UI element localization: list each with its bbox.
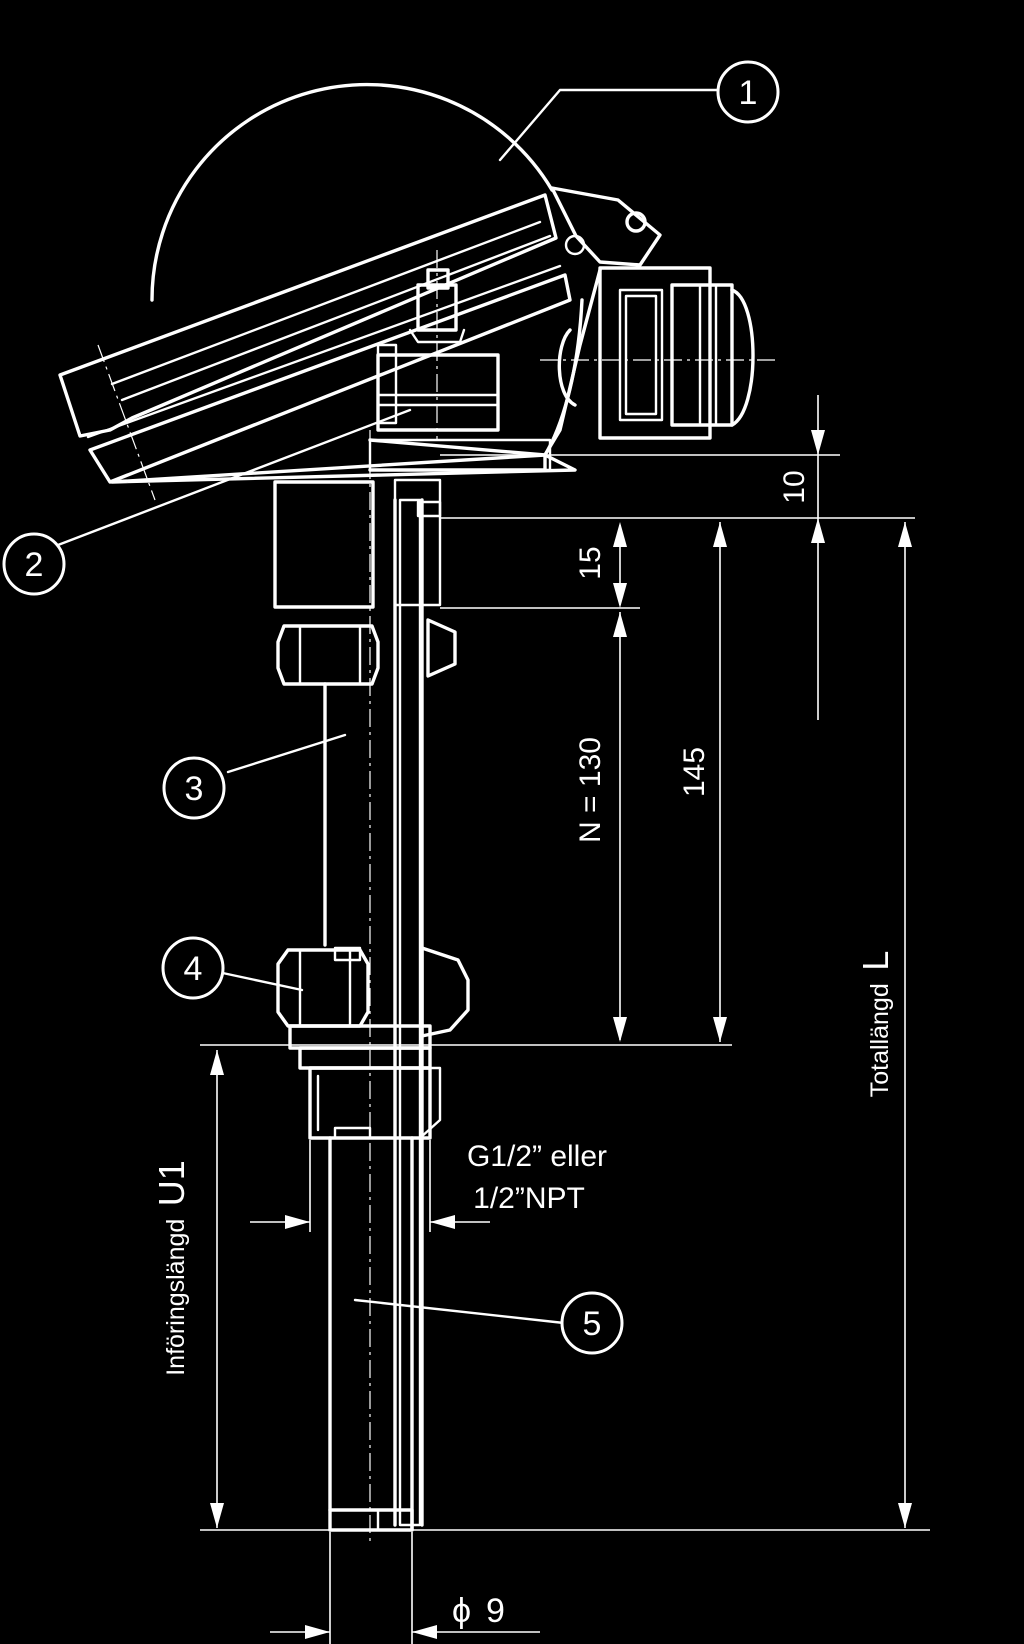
neck-tube — [273, 478, 457, 686]
insertion-length-symbol: U1 — [151, 1160, 192, 1206]
insertion-length-prefix: Införingslängd — [162, 1219, 190, 1376]
callout-2: 2 — [2, 532, 66, 596]
thread-spec-line2: 1/2”NPT — [473, 1182, 585, 1215]
dimension-10: 10 — [778, 470, 811, 503]
leader-lines — [56, 88, 720, 1325]
callout-3-label: 3 — [185, 770, 204, 808]
dimension-n130: N = 130 — [574, 737, 607, 843]
process-nut — [276, 946, 470, 1140]
callout-3: 3 — [162, 756, 226, 820]
callout-4: 4 — [161, 936, 225, 1000]
callout-1: 1 — [716, 60, 780, 124]
diameter-value: 9 — [486, 1592, 505, 1630]
total-length-prefix: Totallängd — [866, 983, 894, 1097]
dimension-145: 145 — [678, 747, 711, 797]
callout-5-label: 5 — [583, 1305, 602, 1343]
dimension-15: 15 — [574, 546, 607, 579]
total-length-label: Totallängd L — [855, 951, 896, 1097]
insertion-length-label: Införingslängd U1 — [151, 1160, 192, 1376]
diameter-symbol: ϕ — [452, 1592, 471, 1630]
total-length-symbol: L — [855, 951, 896, 971]
callout-2-label: 2 — [25, 546, 44, 584]
callout-4-label: 4 — [184, 950, 203, 988]
dimension-lines — [200, 395, 930, 1644]
callout-5: 5 — [560, 1291, 624, 1355]
thread-spec-line1: G1/2” eller — [467, 1140, 607, 1173]
connection-head — [58, 82, 780, 501]
callout-1-label: 1 — [739, 74, 758, 112]
